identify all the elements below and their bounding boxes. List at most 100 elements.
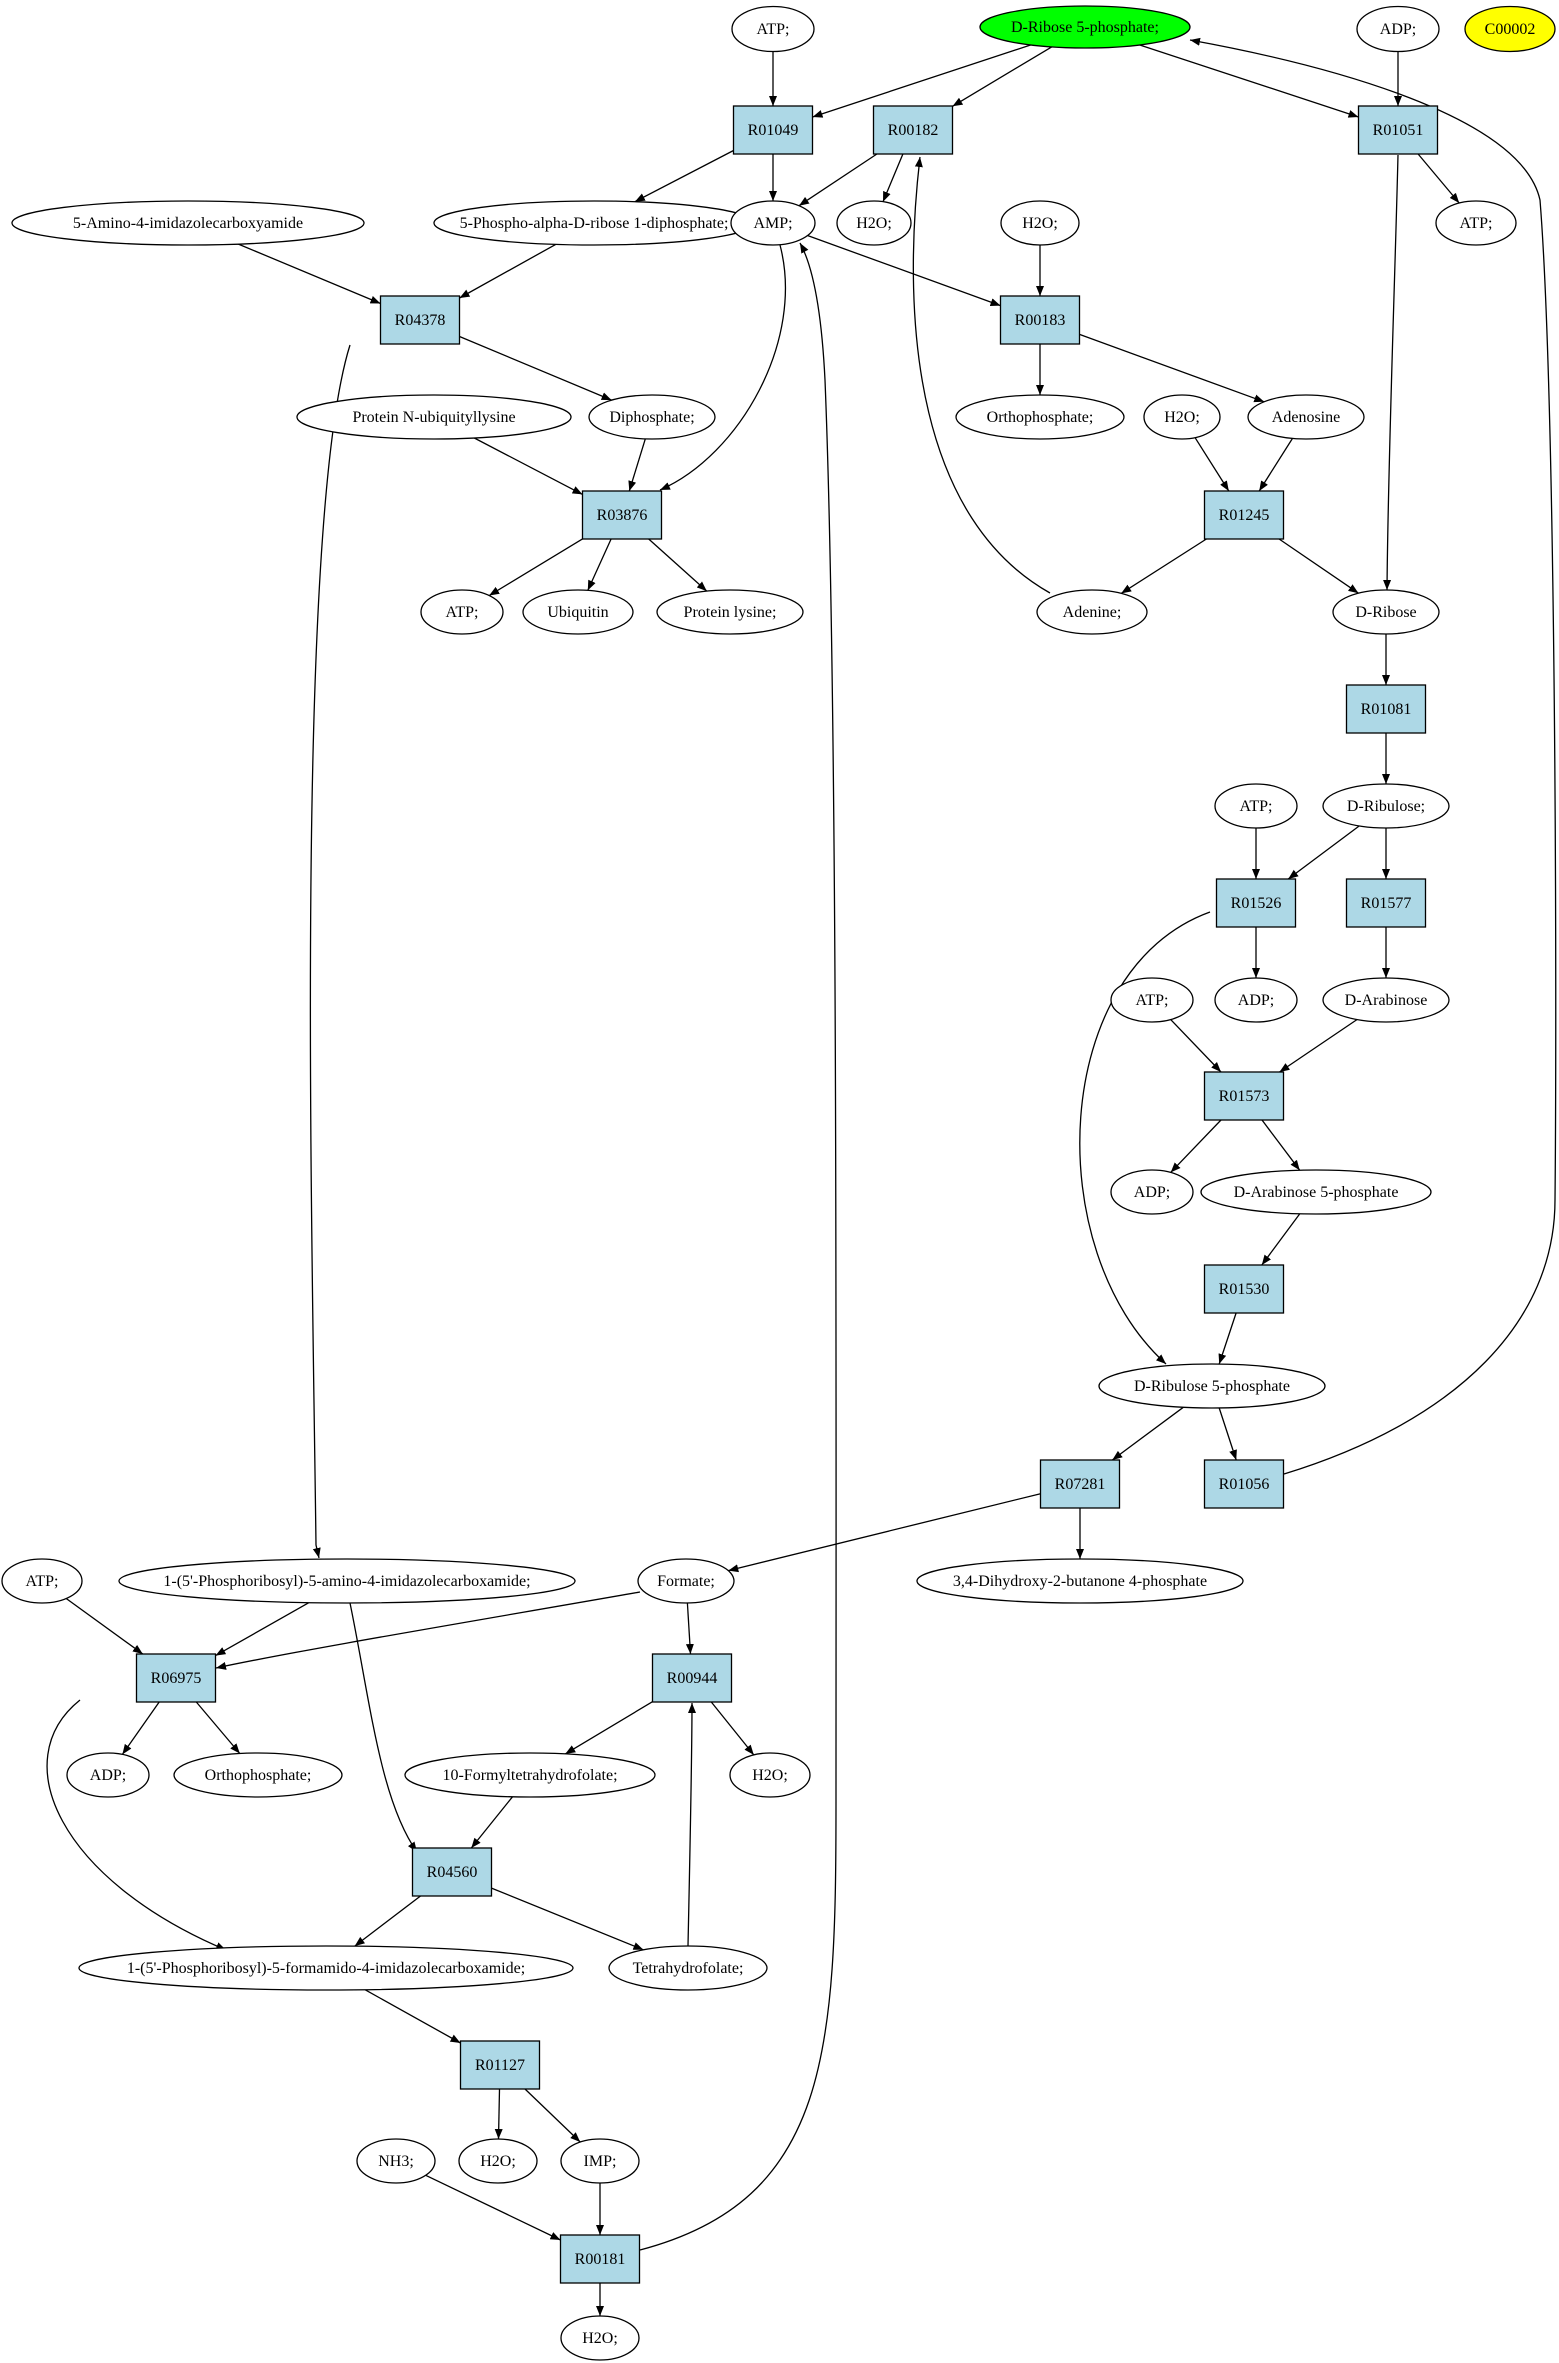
compound-ellipse[interactable] [1214,977,1298,1023]
compound-node-ortho1[interactable]: Orthophosphate; [955,394,1125,440]
compound-node-ortho2[interactable]: Orthophosphate; [173,1752,343,1798]
reaction-box[interactable] [1357,105,1439,155]
compound-node-h2o1[interactable]: H2O; [836,200,912,246]
reaction-box[interactable] [581,490,663,540]
reaction-node-R00182[interactable]: R00182 [872,105,954,155]
reaction-node-R01245[interactable]: R01245 [1203,490,1285,540]
compound-node-atp3[interactable]: ATP; [420,589,504,635]
reaction-node-R01049[interactable]: R01049 [732,105,814,155]
compound-ellipse[interactable] [729,1752,811,1798]
reaction-box[interactable] [559,2234,641,2284]
compound-ellipse[interactable] [1110,977,1194,1023]
compound-ellipse[interactable] [1332,589,1440,635]
compound-ellipse[interactable] [588,394,716,440]
compound-ellipse[interactable] [118,1558,576,1604]
compound-ellipse[interactable] [656,589,804,635]
compound-ellipse[interactable] [1143,394,1221,440]
reaction-node-R01051[interactable]: R01051 [1357,105,1439,155]
compound-ellipse[interactable] [296,394,572,440]
reaction-box[interactable] [651,1653,733,1703]
compound-node-formate[interactable]: Formate; [637,1558,735,1604]
reaction-node-R00181[interactable]: R00181 [559,2234,641,2284]
compound-node-prpp[interactable]: 5-Phospho-alpha-D-ribose 1-diphosphate; [433,200,755,246]
reaction-node-R01056[interactable]: R01056 [1203,1459,1285,1509]
reaction-box[interactable] [1215,878,1297,928]
reaction-node-R06975[interactable]: R06975 [135,1653,217,1703]
compound-node-fthf[interactable]: 10-Formyltetrahydrofolate; [404,1752,656,1798]
compound-node-imp[interactable]: IMP; [560,2138,640,2184]
compound-ellipse[interactable] [420,589,504,635]
compound-node-adp1[interactable]: ADP; [1356,5,1440,53]
compound-ellipse[interactable] [404,1752,656,1798]
compound-node-dara[interactable]: D-Arabinose [1322,977,1450,1023]
compound-node-atp5[interactable]: ATP; [1110,977,1194,1023]
reaction-box[interactable] [1203,1264,1285,1314]
reaction-node-R01526[interactable]: R01526 [1215,878,1297,928]
compound-ellipse[interactable] [955,394,1125,440]
reaction-node-R03876[interactable]: R03876 [581,490,663,540]
compound-ellipse[interactable] [560,2138,640,2184]
compound-node-adp4[interactable]: ADP; [66,1752,150,1798]
compound-ellipse[interactable] [458,2138,538,2184]
reaction-node-R04560[interactable]: R04560 [411,1847,493,1897]
compound-node-dribulose[interactable]: D-Ribulose; [1322,783,1450,829]
reaction-node-R01127[interactable]: R01127 [459,2040,541,2090]
compound-ellipse[interactable] [1322,783,1450,829]
compound-node-r5p[interactable]: D-Ribose 5-phosphate; [979,5,1191,49]
compound-ellipse[interactable] [1,1558,83,1604]
reaction-node-R00183[interactable]: R00183 [999,295,1081,345]
compound-ellipse[interactable] [1110,1169,1194,1215]
compound-ellipse[interactable] [979,5,1191,49]
compound-ellipse[interactable] [1036,589,1148,635]
compound-node-h2o3[interactable]: H2O; [1143,394,1221,440]
compound-node-atp6[interactable]: ATP; [1,1558,83,1604]
compound-node-dribose[interactable]: D-Ribose [1332,589,1440,635]
compound-node-h2o6[interactable]: H2O; [560,2315,640,2361]
compound-ellipse[interactable] [78,1945,574,1991]
compound-ellipse[interactable] [637,1558,735,1604]
compound-node-aica[interactable]: 5-Amino-4-imidazolecarboxyamide [11,200,365,246]
reaction-node-R01577[interactable]: R01577 [1345,878,1427,928]
compound-node-amp[interactable]: AMP; [730,200,816,246]
reaction-node-R04378[interactable]: R04378 [379,295,461,345]
compound-ellipse[interactable] [522,589,634,635]
reaction-box[interactable] [379,295,461,345]
compound-ellipse[interactable] [836,200,912,246]
compound-ellipse[interactable] [608,1945,768,1991]
compound-node-ubiq[interactable]: Ubiquitin [522,589,634,635]
compound-node-thf[interactable]: Tetrahydrofolate; [608,1945,768,1991]
compound-node-atp2[interactable]: ATP; [1435,200,1517,246]
compound-ellipse[interactable] [356,2138,436,2184]
compound-node-adenosine[interactable]: Adenosine [1247,394,1365,440]
reaction-box[interactable] [1203,1459,1285,1509]
compound-node-dru5p[interactable]: D-Ribulose 5-phosphate [1098,1363,1326,1409]
compound-ellipse[interactable] [11,200,365,246]
reaction-node-R07281[interactable]: R07281 [1039,1459,1121,1509]
compound-node-pnub[interactable]: Protein N-ubiquityllysine [296,394,572,440]
compound-ellipse[interactable] [1000,200,1080,246]
reaction-box[interactable] [459,2040,541,2090]
compound-ellipse[interactable] [1356,5,1440,53]
compound-ellipse[interactable] [1098,1363,1326,1409]
reaction-box[interactable] [1203,1071,1285,1121]
compound-node-h2o4[interactable]: H2O; [729,1752,811,1798]
compound-node-nh3[interactable]: NH3; [356,2138,436,2184]
reaction-box[interactable] [1345,684,1427,734]
compound-ellipse[interactable] [1200,1169,1432,1215]
compound-ellipse[interactable] [1464,5,1556,53]
reaction-box[interactable] [1039,1459,1121,1509]
reaction-box[interactable] [872,105,954,155]
compound-ellipse[interactable] [1214,783,1298,829]
compound-node-dhbp[interactable]: 3,4-Dihydroxy-2-butanone 4-phosphate [916,1558,1244,1604]
compound-node-dipho[interactable]: Diphosphate; [588,394,716,440]
compound-ellipse[interactable] [66,1752,150,1798]
reaction-box[interactable] [732,105,814,155]
compound-ellipse[interactable] [560,2315,640,2361]
compound-node-atp1[interactable]: ATP; [731,5,815,53]
compound-node-c00002[interactable]: C00002 [1464,5,1556,53]
reaction-box[interactable] [135,1653,217,1703]
reaction-node-R01081[interactable]: R01081 [1345,684,1427,734]
compound-node-fprica[interactable]: 1-(5'-Phosphoribosyl)-5-formamido-4-imid… [78,1945,574,1991]
compound-ellipse[interactable] [1435,200,1517,246]
compound-ellipse[interactable] [1247,394,1365,440]
